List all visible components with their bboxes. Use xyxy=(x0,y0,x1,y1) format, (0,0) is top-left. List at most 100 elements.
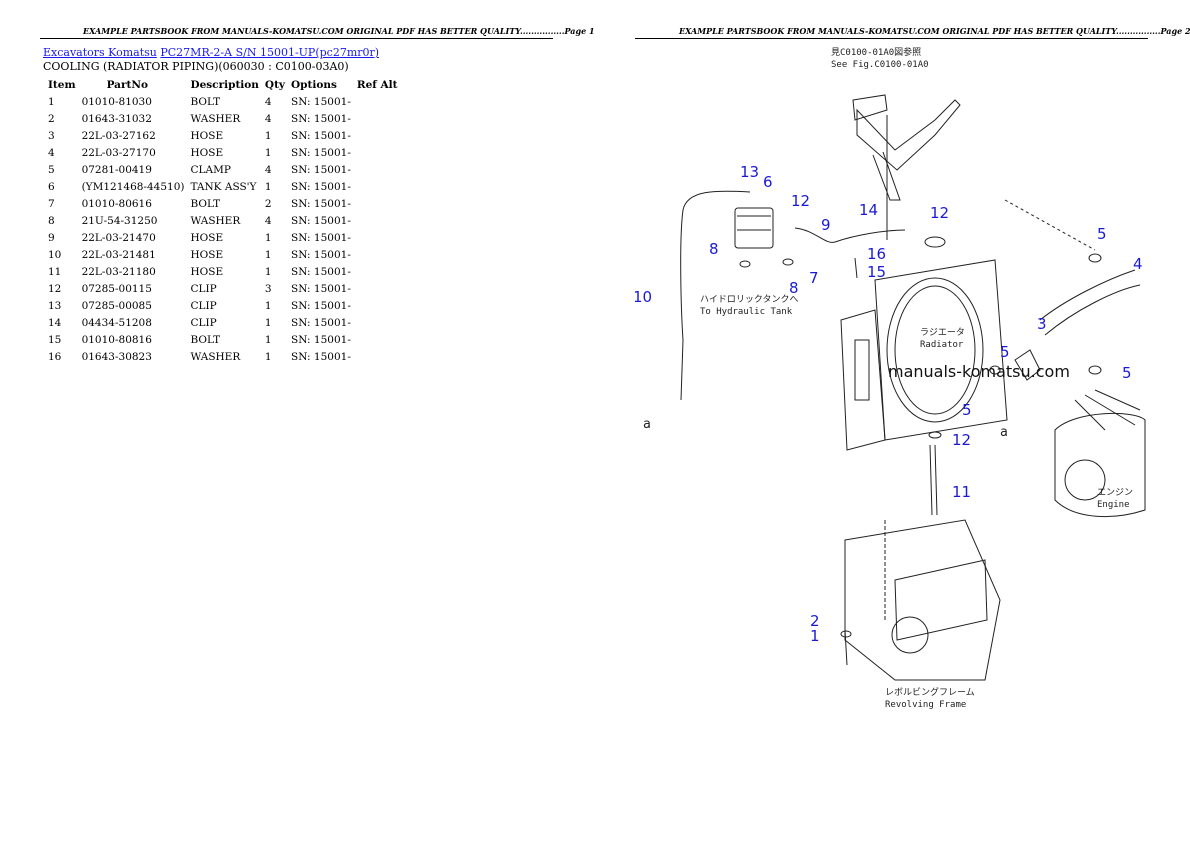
callout-16: 16 xyxy=(867,245,886,263)
cell-item: 12 xyxy=(48,282,62,295)
cell-refalt xyxy=(354,212,401,229)
cell-refalt xyxy=(354,348,401,365)
cell-qty: 1 xyxy=(264,146,272,159)
cell-item: 15 xyxy=(48,333,62,346)
cell-description: BOLT xyxy=(190,95,221,108)
cell-partno: 22L-03-21481 xyxy=(81,248,156,261)
cell-options: SN: 15001- xyxy=(291,265,351,278)
cell-qty: 2 xyxy=(264,197,272,210)
cell-qty: 1 xyxy=(264,180,272,193)
page-header: EXAMPLE PARTSBOOK FROM MANUALS-KOMATSU.C… xyxy=(83,26,595,36)
tank-detail xyxy=(737,215,771,231)
cell-item: 4 xyxy=(48,146,55,159)
cell-partno: 22L-03-27162 xyxy=(81,129,156,142)
engine-pulley xyxy=(1064,459,1106,501)
cell-options: SN: 15001- xyxy=(291,95,351,108)
cell-refalt xyxy=(354,280,401,297)
hose-4-edge xyxy=(1044,284,1141,336)
cell-partno: 22L-03-21470 xyxy=(81,231,156,244)
hose-4-shape xyxy=(1039,269,1136,321)
engine-shape xyxy=(1054,413,1146,518)
header-dots: ................ xyxy=(519,26,565,36)
cell-partno: 21U-54-31250 xyxy=(81,214,158,227)
cell-item: 3 xyxy=(48,129,55,142)
parts-table: Item PartNo Description Qty Options Ref … xyxy=(45,77,400,365)
cell-qty: 1 xyxy=(264,248,272,261)
header-text: EXAMPLE PARTSBOOK FROM MANUALS-KOMATSU.C… xyxy=(83,26,520,36)
frame-jp-label: レボルビングフレーム xyxy=(885,686,975,698)
callout-8a: 8 xyxy=(709,240,719,258)
bolt-1-shape xyxy=(844,629,848,666)
breadcrumb-link-model[interactable]: PC27MR-2-A S/N 15001-UP(pc27mr0r) xyxy=(160,46,380,59)
cell-qty: 1 xyxy=(264,231,272,244)
cell-options: SN: 15001- xyxy=(291,180,351,193)
cell-partno: 07285-00115 xyxy=(81,282,152,295)
callout-4: 4 xyxy=(1133,255,1143,273)
col-refalt: Ref Alt xyxy=(356,79,398,91)
intake-bracket-shape xyxy=(856,99,961,171)
cell-description: CLIP xyxy=(190,299,217,312)
washer-8b-shape xyxy=(782,258,794,266)
cell-options: SN: 15001- xyxy=(291,214,351,227)
callout-5c: 5 xyxy=(962,401,972,419)
radiator-label: Radiator xyxy=(920,340,964,350)
clamp-5b-shape xyxy=(1088,365,1102,375)
cell-qty: 4 xyxy=(264,95,272,108)
cell-item: 5 xyxy=(48,163,55,176)
cell-item: 2 xyxy=(48,112,55,125)
cell-options: SN: 15001- xyxy=(291,231,351,244)
cell-description: HOSE xyxy=(190,248,224,261)
cell-description: WASHER xyxy=(190,214,241,227)
cell-refalt xyxy=(354,144,401,161)
callout-11: 11 xyxy=(952,483,971,501)
engine-jp-label: エンジン xyxy=(1097,488,1133,498)
table-header-row: Item PartNo Description Qty Options Ref … xyxy=(45,77,400,93)
cell-options: SN: 15001- xyxy=(291,282,351,295)
cell-refalt xyxy=(354,331,401,348)
col-qty: Qty xyxy=(264,79,286,91)
cell-qty: 1 xyxy=(264,299,272,312)
tank-jp-label: ハイドロリックタンクへ xyxy=(700,294,798,305)
callout-7: 7 xyxy=(809,269,819,287)
hose-9-shape xyxy=(794,227,906,243)
cell-description: BOLT xyxy=(190,333,221,346)
page-number: Page 1 xyxy=(564,26,595,36)
callout-2: 2 xyxy=(810,612,820,630)
cell-qty: 1 xyxy=(264,129,272,142)
cell-description: CLAMP xyxy=(190,163,231,176)
breadcrumb-link-excavators[interactable]: Excavators Komatsu xyxy=(43,46,157,59)
intake-pipe-shape xyxy=(872,151,901,201)
cell-options: SN: 15001- xyxy=(291,350,351,363)
cell-options: SN: 15001- xyxy=(291,333,351,346)
cell-refalt xyxy=(354,161,401,178)
tank-label: To Hydraulic Tank xyxy=(700,307,793,317)
callout-9: 9 xyxy=(821,216,831,234)
ref-a-left-label: a xyxy=(643,417,651,432)
cell-refalt xyxy=(354,263,401,280)
see-fig-label: See Fig.C0100-01A0 xyxy=(831,60,929,70)
cell-refalt xyxy=(354,246,401,263)
cell-refalt xyxy=(354,297,401,314)
cell-refalt xyxy=(354,93,401,110)
cell-partno: 07285-00085 xyxy=(81,299,152,312)
cell-partno: (YM121468-44510) xyxy=(81,180,185,193)
page-header: EXAMPLE PARTSBOOK FROM MANUALS-KOMATSU.C… xyxy=(679,26,1190,36)
cell-partno: 04434-51208 xyxy=(81,316,152,329)
cell-item: 7 xyxy=(48,197,55,210)
cell-refalt xyxy=(354,127,401,144)
hose-3-shape xyxy=(1014,349,1041,381)
callout-12b: 12 xyxy=(930,204,949,222)
cell-item: 14 xyxy=(48,316,62,329)
cell-qty: 1 xyxy=(264,265,272,278)
cell-partno: 22L-03-21180 xyxy=(81,265,156,278)
callout-14: 14 xyxy=(859,201,878,219)
cell-partno: 01643-31032 xyxy=(81,112,152,125)
